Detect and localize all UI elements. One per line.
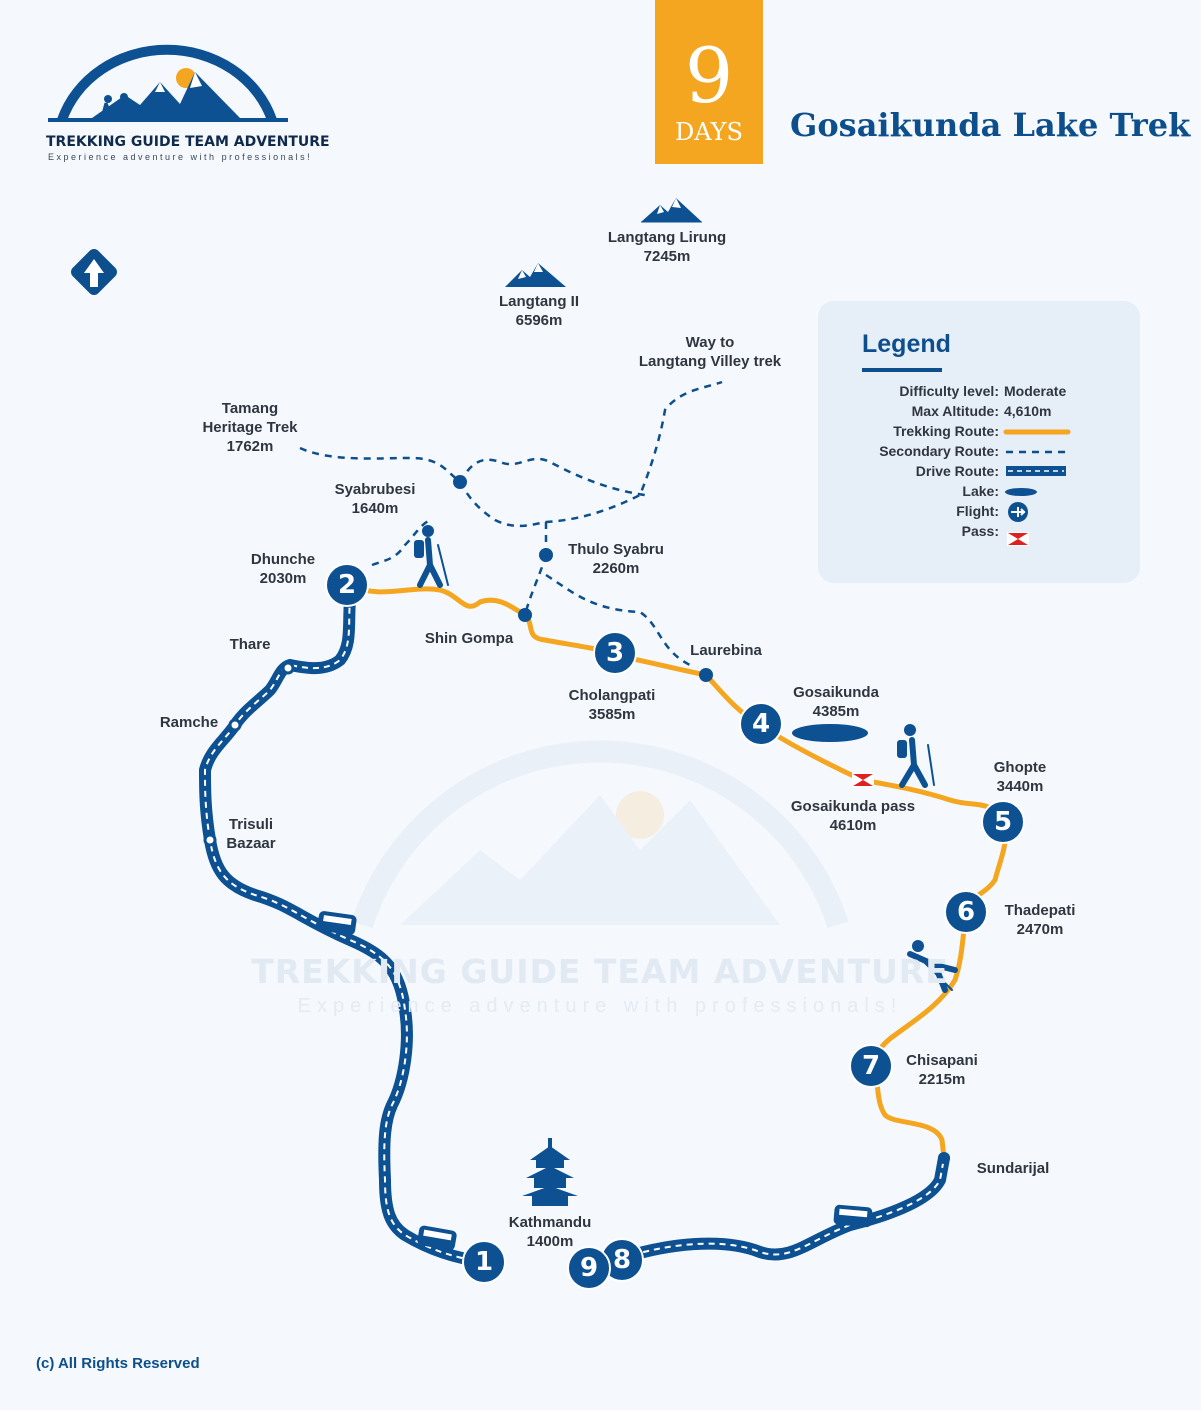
day-badge-5[interactable]: 5 — [981, 800, 1025, 844]
label-thadepati: Thadepati 2470m — [1005, 901, 1076, 939]
label-altitude: 3585m — [588, 706, 636, 723]
peak-name: Langtang Lirung — [607, 229, 727, 246]
days-number: 9 — [684, 31, 734, 120]
label-line: Heritage Trek — [202, 419, 298, 436]
label-name: Dhunche — [250, 551, 316, 568]
legend-secondary-label: Secondary Route: — [879, 443, 999, 459]
legend-drive-label: Drive Route: — [915, 463, 999, 479]
peak-altitude: 7245m — [643, 248, 691, 265]
label-ghopte: Ghopte 3440m — [994, 758, 1047, 796]
legend-flight-label: Flight: — [956, 503, 999, 519]
label-altitude: 1400m — [526, 1233, 574, 1250]
label-name: Kathmandu — [508, 1214, 592, 1231]
label-altitude: 3440m — [996, 778, 1044, 795]
label-line: Way to — [685, 334, 735, 351]
label-name: Gosaikunda — [793, 684, 879, 701]
label-trisuli-bazaar: Trisuli Bazaar — [226, 815, 275, 853]
label-altitude: 2260m — [592, 560, 640, 577]
mountain-icon — [505, 198, 702, 287]
label-thulo-syabru: Thulo Syabru 2260m — [568, 540, 664, 578]
trek-title: Gosaikunda Lake Trek — [790, 106, 1191, 144]
label-syabrubesi: Syabrubesi 1640m — [335, 480, 416, 518]
label-altitude: 4385m — [812, 703, 860, 720]
legend-difficulty-label: Difficulty level: — [899, 383, 999, 399]
day-badge-1[interactable]: 1 — [462, 1240, 506, 1284]
peak-label-langtang-lirung: Langtang Lirung 7245m — [608, 228, 726, 266]
day-badge-4[interactable]: 4 — [739, 702, 783, 746]
label-dhunche: Dhunche 2030m — [251, 550, 315, 588]
label-altitude: 2030m — [259, 570, 307, 587]
label-name: Chisapani — [906, 1052, 978, 1069]
day-badge-6[interactable]: 6 — [944, 890, 988, 934]
watermark-logo — [351, 740, 849, 929]
peak-altitude: 6596m — [515, 312, 563, 329]
day-badge-9[interactable]: 9 — [567, 1246, 611, 1290]
label-kathmandu: Kathmandu 1400m — [509, 1213, 592, 1251]
hiker-icon — [414, 525, 958, 993]
day-badge-3[interactable]: 3 — [593, 631, 637, 675]
legend-title: Legend — [862, 330, 951, 358]
label-line: Trisuli — [228, 816, 274, 833]
legend-max-alt-value: 4,610m — [1004, 403, 1052, 419]
label-line: Bazaar — [226, 835, 276, 852]
legend-lake-label: Lake: — [962, 483, 999, 499]
label-altitude: 2215m — [918, 1071, 966, 1088]
days-badge: 9 DAYS — [655, 0, 763, 164]
label-line: Tamang — [221, 400, 279, 417]
peak-label-langtang-ii: Langtang II 6596m — [499, 292, 579, 330]
stop-laurebina — [699, 668, 713, 682]
legend-trekking-label: Trekking Route: — [893, 423, 999, 439]
watermark-tagline: Experience adventure with professionals! — [297, 995, 903, 1017]
label-name: Syabrubesi — [334, 481, 416, 498]
label-altitude: 4610m — [829, 817, 877, 834]
label-altitude: 1640m — [351, 500, 399, 517]
label-name: Gosaikunda pass — [790, 798, 916, 815]
lake-icon — [792, 724, 868, 742]
route-stops — [203, 475, 950, 1164]
stop-thulo-syabru — [539, 548, 553, 562]
day-badge-7[interactable]: 7 — [849, 1044, 893, 1088]
days-label: DAYS — [675, 118, 743, 146]
label-gosaikunda-pass: Gosaikunda pass 4610m — [791, 797, 915, 835]
legend-panel — [818, 301, 1140, 583]
secondary-routes — [299, 380, 723, 667]
label-gosaikunda: Gosaikunda 4385m — [793, 683, 879, 721]
label-ramche: Ramche — [159, 714, 219, 731]
label-thare: Thare — [229, 636, 271, 653]
label-laurebina: Laurebina — [690, 642, 762, 659]
legend-pass-label: Pass: — [961, 523, 999, 539]
legend-difficulty-value: Moderate — [1004, 383, 1067, 399]
label-line: Langtang Villey trek — [638, 353, 782, 370]
logo — [48, 44, 288, 122]
legend-max-alt-label: Max Altitude: — [911, 403, 999, 419]
north-arrow-icon — [71, 249, 117, 295]
day-badge-2[interactable]: 2 — [325, 563, 369, 607]
peak-name: Langtang II — [499, 293, 579, 310]
pass-icon — [852, 773, 874, 787]
label-altitude: 1762m — [226, 438, 274, 455]
temple-icon — [522, 1138, 578, 1206]
label-name: Cholangpati — [568, 687, 656, 704]
stop-shin-gompa — [518, 608, 532, 622]
legend-underline — [862, 368, 942, 372]
label-shin-gompa: Shin Gompa — [424, 630, 514, 647]
label-way-to-langtang: Way to Langtang Villey trek — [639, 333, 781, 371]
label-chisapani: Chisapani 2215m — [906, 1051, 978, 1089]
label-name: Thadepati — [1004, 902, 1076, 919]
copyright: (c) All Rights Reserved — [36, 1355, 200, 1372]
brand-tagline: Experience adventure with professionals! — [48, 152, 313, 162]
drive-route-east — [616, 1152, 950, 1264]
brand-name: TREKKING GUIDE TEAM ADVENTURE — [46, 134, 330, 150]
stop-syabrubesi — [453, 475, 467, 489]
label-altitude: 2470m — [1016, 921, 1064, 938]
label-sundarijal: Sundarijal — [976, 1160, 1050, 1177]
label-cholangpati: Cholangpati 3585m — [569, 686, 656, 724]
watermark-brand: TREKKING GUIDE TEAM ADVENTURE — [251, 952, 949, 991]
label-name: Thulo Syabru — [568, 541, 664, 558]
label-tamang-heritage: Tamang Heritage Trek 1762m — [202, 399, 297, 456]
label-name: Ghopte — [993, 759, 1047, 776]
